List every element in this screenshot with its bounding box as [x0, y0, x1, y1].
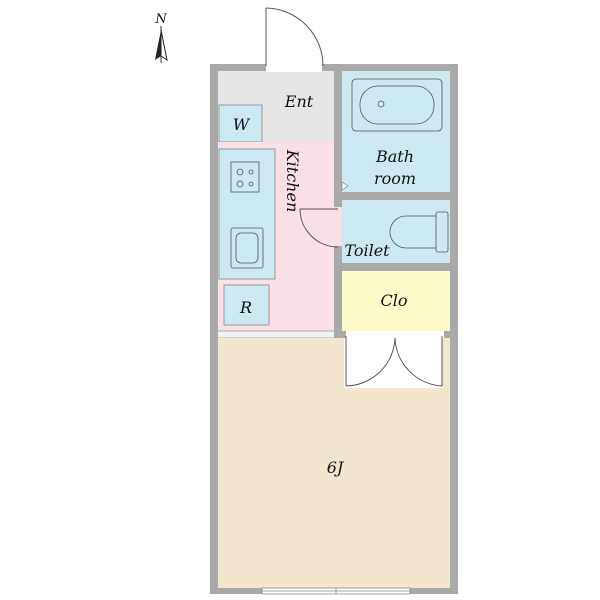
closet-door-swing — [345, 336, 443, 387]
north-compass: N — [154, 12, 168, 63]
stove-icon — [230, 161, 260, 193]
refrigerator-space — [223, 284, 270, 326]
bath-room-label-line1: Bath — [375, 147, 414, 166]
north-label: N — [154, 12, 167, 27]
bath-door-marker — [341, 181, 349, 191]
toilet-floor — [342, 200, 450, 263]
entrance-door-swing — [265, 7, 324, 67]
toilet-label: Toilet — [344, 241, 390, 260]
toilet-icon — [389, 211, 449, 253]
kitchen-counter — [218, 148, 276, 280]
toilet-door-opening — [334, 207, 342, 246]
bath-room-floor — [342, 71, 450, 192]
kitchen-opening — [218, 331, 334, 338]
main-room-label: 6J — [327, 458, 345, 477]
washer-space — [218, 104, 263, 143]
toilet-door-swing — [299, 208, 339, 248]
sink-icon — [230, 227, 264, 269]
entrance-door-opening — [266, 64, 322, 72]
refrigerator-label: R — [239, 298, 252, 317]
closet-door-opening — [346, 331, 444, 338]
north-arrow-icon — [155, 30, 161, 60]
wall-bath-toilet — [342, 192, 450, 200]
entrance-label: Ent — [284, 92, 314, 111]
kitchen-label: Kitchen — [283, 149, 302, 213]
wall-hall-toilet — [334, 185, 342, 331]
closet-floor — [342, 271, 450, 331]
wall-toilet-closet — [342, 263, 450, 271]
washer-label: W — [233, 115, 251, 134]
closet-label: Clo — [381, 291, 408, 310]
wall-hall-bath — [334, 71, 342, 192]
bathtub-icon — [351, 78, 443, 132]
bath-room-label-line2: room — [374, 169, 416, 188]
closet-door-swing-area — [344, 338, 442, 388]
